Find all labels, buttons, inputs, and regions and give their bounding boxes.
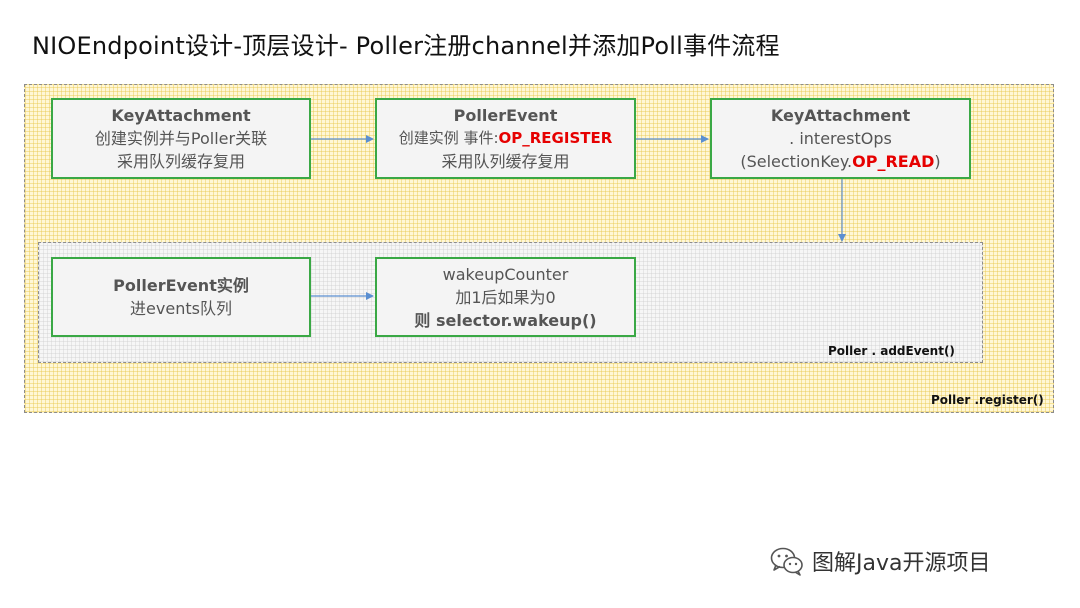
wechat-icon [770,547,803,576]
poller-event-instance-box: PollerEvent实例 进events队列 [51,257,311,337]
wakeup-box: wakeupCounter 加1后如果为0 则 selector.wakeup(… [375,257,636,337]
watermark: 图解Java开源项目 [770,545,990,577]
poller-event-line1: 创建实例 事件:OP_REGISTER [399,127,613,150]
key-attachment-line1: 创建实例并与Poller关联 [94,129,268,148]
interest-ops-line2-prefix: (SelectionKey. [740,152,853,171]
op-read-highlight: OP_READ [852,152,935,171]
wakeup-line3: 则 selector.wakeup() [414,310,597,330]
interest-ops-line2: (SelectionKey.OP_READ) [740,150,940,173]
key-attachment-create-box: KeyAttachment 创建实例并与Poller关联 采用队列缓存复用 [51,98,311,179]
poller-event-line2: 采用队列缓存复用 [441,152,570,171]
wakeup-line1: wakeupCounter [442,264,569,284]
key-attachment-heading: KeyAttachment [111,106,251,125]
interest-ops-box: KeyAttachment . interestOps (SelectionKe… [710,98,971,179]
poller-event-instance-line1: 进events队列 [130,299,232,318]
poller-event-instance-heading: PollerEvent实例 [113,276,249,295]
poller-event-line1-text: 创建实例 事件: [398,129,499,147]
interest-ops-line1: . interestOps [789,129,892,148]
interest-ops-heading: KeyAttachment [770,106,911,125]
poller-addevent-label: Poller . addEvent() [828,344,955,358]
poller-register-label: Poller .register() [931,393,1044,407]
key-attachment-line2: 采用队列缓存复用 [116,152,245,171]
page-title: NIOEndpoint设计-顶层设计- Poller注册channel并添加Po… [32,32,780,60]
interest-ops-line2-suffix: ) [934,152,941,171]
poller-event-create-box: PollerEvent 创建实例 事件:OP_REGISTER 采用队列缓存复用 [375,98,636,179]
watermark-text: 图解Java开源项目 [812,551,991,576]
wakeup-line2: 加1后如果为0 [455,287,556,307]
op-register-highlight: OP_REGISTER [498,129,613,147]
poller-event-heading: PollerEvent [453,106,558,125]
